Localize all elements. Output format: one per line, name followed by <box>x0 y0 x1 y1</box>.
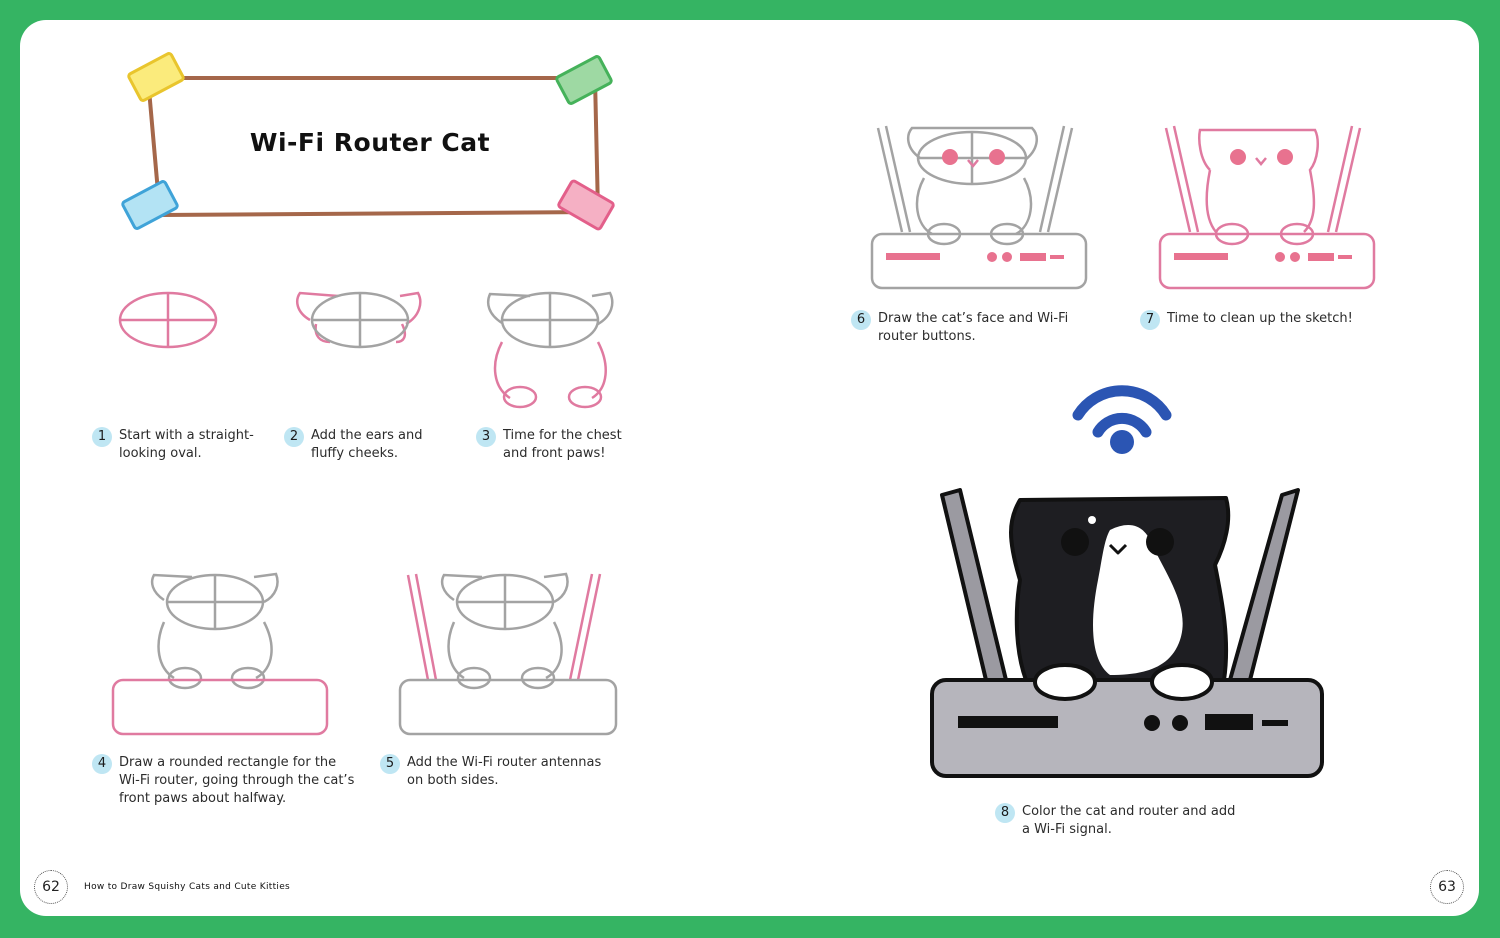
step-1-drawing <box>118 291 218 349</box>
illustrations <box>111 52 1376 778</box>
step-number-badge: 3 <box>476 427 496 447</box>
title-frame <box>121 52 615 231</box>
step-number-badge: 5 <box>380 754 400 774</box>
step-4-drawing <box>111 572 329 736</box>
step-6-drawing <box>870 125 1088 290</box>
step-text: Time for the chest and front paws! <box>503 428 622 461</box>
step-7-caption: 7 Time to clean up the sketch! <box>1140 310 1353 330</box>
step-text: Add the Wi-Fi router antennas on both si… <box>407 755 602 788</box>
step-3-caption: 3 Time for the chest and front paws! <box>476 427 622 463</box>
right-page-number: 63 <box>1430 870 1464 904</box>
step-5-caption: 5 Add the Wi-Fi router antennas on both … <box>380 754 601 790</box>
book-title-footer: How to Draw Squishy Cats and Cute Kittie… <box>84 882 291 892</box>
blue-tape <box>121 180 179 230</box>
step-text: Add the ears and fluffy cheeks. <box>311 428 423 461</box>
step-number-badge: 6 <box>851 310 871 330</box>
step-8-caption: 8 Color the cat and router and add a Wi-… <box>995 803 1235 839</box>
page-title: Wi-Fi Router Cat <box>249 128 491 157</box>
step-7-drawing <box>1158 125 1376 290</box>
step-number-badge: 7 <box>1140 310 1160 330</box>
step-2-caption: 2 Add the ears and fluffy cheeks. <box>284 427 422 463</box>
step-number-badge: 1 <box>92 427 112 447</box>
step-2-drawing <box>296 291 422 349</box>
step-text: Time to clean up the sketch! <box>1167 311 1353 326</box>
final-router-cat <box>930 488 1324 778</box>
step-number-badge: 4 <box>92 754 112 774</box>
step-3-drawing <box>486 291 614 409</box>
green-tape <box>555 55 613 105</box>
step-4-caption: 4 Draw a rounded rectangle for the Wi-Fi… <box>92 754 354 808</box>
pink-tape <box>557 179 615 231</box>
yellow-tape <box>127 52 185 102</box>
step-text: Start with a straight- looking oval. <box>119 428 254 461</box>
step-number-badge: 8 <box>995 803 1015 823</box>
step-text: Draw a rounded rectangle for the Wi-Fi r… <box>119 755 355 806</box>
step-5-drawing <box>398 572 618 736</box>
left-page-number: 62 <box>34 870 68 904</box>
page-spread: Wi-Fi Router Cat 1 Start with a straight… <box>20 20 1479 916</box>
step-6-caption: 6 Draw the cat’s face and Wi-Fi router b… <box>851 310 1068 346</box>
step-text: Color the cat and router and add a Wi-Fi… <box>1022 804 1236 837</box>
step-number-badge: 2 <box>284 427 304 447</box>
step-1-caption: 1 Start with a straight- looking oval. <box>92 427 254 463</box>
step-text: Draw the cat’s face and Wi-Fi router but… <box>878 311 1069 344</box>
wifi-signal-icon <box>1072 385 1172 454</box>
